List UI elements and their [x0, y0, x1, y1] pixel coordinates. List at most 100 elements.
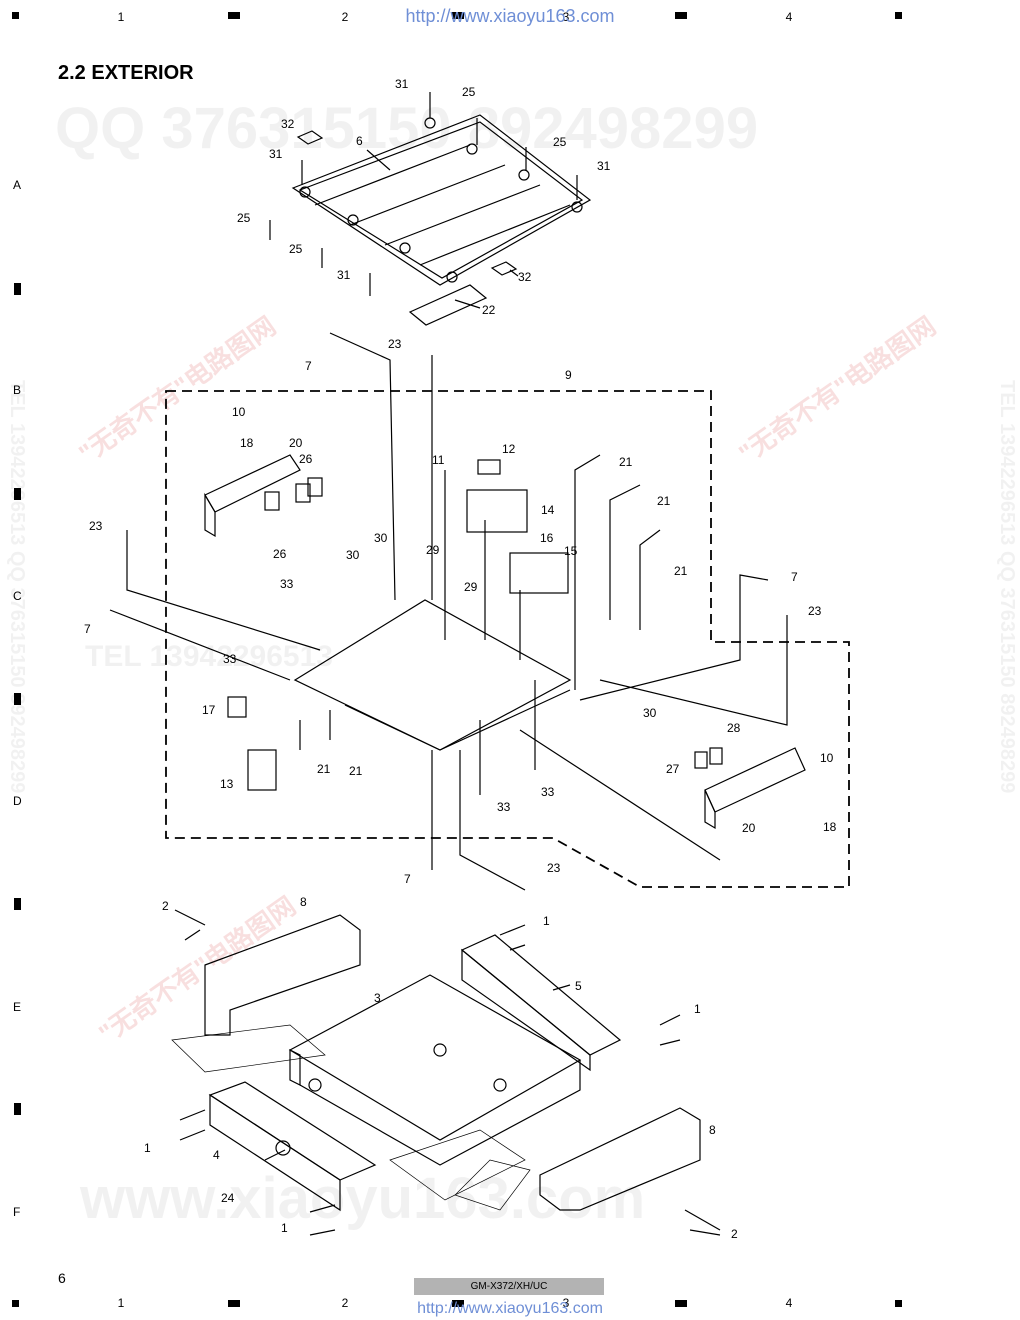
registration-mark — [12, 1300, 19, 1307]
bracket-5 — [460, 934, 622, 1056]
column-number: 4 — [785, 1296, 793, 1310]
page-number: 6 — [58, 1270, 66, 1286]
registration-mark — [14, 283, 21, 295]
column-number: 2 — [341, 10, 349, 24]
callout-12: 12 — [502, 442, 516, 456]
callout-30: 30 — [643, 706, 657, 720]
callout-21: 21 — [349, 764, 363, 778]
callout-13: 13 — [220, 777, 234, 791]
callout-22: 22 — [482, 303, 496, 317]
registration-mark — [14, 488, 21, 500]
callout-5: 5 — [575, 979, 582, 993]
callout-33: 33 — [497, 800, 511, 814]
header-url-link[interactable]: http://www.xiaoyu163.com — [405, 6, 615, 26]
section-title: 2.2 EXTERIOR — [58, 62, 194, 84]
callout-2: 2 — [731, 1227, 738, 1241]
callout-18: 18 — [823, 820, 837, 834]
foot-8 — [539, 1107, 701, 1211]
callout-21: 21 — [657, 494, 671, 508]
callout-23: 23 — [388, 337, 402, 351]
footer-url-link[interactable]: http://www.xiaoyu163.com — [417, 1300, 603, 1317]
callout-3: 3 — [374, 991, 381, 1005]
model-label: GM-X372/XH/UC — [414, 1278, 604, 1295]
registration-mark — [14, 693, 21, 705]
registration-mark — [452, 12, 464, 19]
watermark-vertical-right: TEL 13942296513 QQ 376315150 892498299 — [996, 380, 1018, 794]
column-number: 2 — [341, 1296, 349, 1310]
row-letter: B — [13, 383, 22, 397]
row-letter: D — [13, 794, 22, 808]
callout-29: 29 — [464, 580, 478, 594]
callout-23: 23 — [808, 604, 822, 618]
column-number: 3 — [562, 1296, 570, 1310]
callout-21: 21 — [619, 455, 633, 469]
registration-mark — [14, 1103, 21, 1115]
callout-7: 7 — [404, 872, 411, 886]
callout-26: 26 — [299, 452, 313, 466]
callout-18: 18 — [240, 436, 254, 450]
top-cover-ribs — [314, 144, 571, 266]
registration-mark — [675, 12, 687, 19]
callout-23: 23 — [547, 861, 561, 875]
callout-25: 25 — [289, 242, 303, 256]
row-letter: E — [13, 1000, 22, 1014]
callout-7: 7 — [791, 570, 798, 584]
heatsink-20 — [204, 454, 301, 513]
callout-14: 14 — [541, 503, 555, 517]
column-number: 3 — [562, 10, 570, 24]
row-letter: F — [13, 1205, 21, 1219]
column-number: 4 — [785, 10, 793, 24]
callout-31: 31 — [597, 159, 611, 173]
callout-11: 11 — [432, 453, 445, 467]
registration-mark — [895, 1300, 902, 1307]
registration-mark — [452, 1300, 464, 1307]
callout-30: 30 — [346, 548, 360, 562]
callout-25: 25 — [237, 211, 251, 225]
top-cover-plate-inner — [298, 121, 584, 279]
callout-33: 33 — [223, 652, 237, 666]
panel-4 — [208, 1081, 377, 1181]
jack-13 — [247, 749, 277, 791]
callout-1: 1 — [694, 1002, 701, 1016]
chassis-3 — [288, 974, 582, 1141]
callout-8: 8 — [300, 895, 307, 909]
assembly-9-boundary — [165, 390, 850, 888]
watermark-site: www.xiaoyu163.com — [80, 1166, 646, 1231]
registration-mark — [12, 12, 19, 19]
callout-10: 10 — [232, 405, 246, 419]
component-14 — [466, 489, 528, 533]
callout-17: 17 — [202, 703, 216, 717]
callout-10: 10 — [820, 751, 834, 765]
component-15-16 — [509, 552, 569, 594]
callout-2: 2 — [162, 899, 169, 913]
callout-7: 7 — [305, 359, 312, 373]
callout-27: 27 — [666, 762, 680, 776]
main-pcb — [293, 599, 572, 751]
foot-22 — [408, 284, 488, 326]
foot-8 — [204, 914, 361, 1036]
callout-21: 21 — [674, 564, 688, 578]
jack-17 — [227, 696, 247, 718]
watermark-vertical-left: TEL 13942296513 QQ 376315150 892498299 — [6, 380, 28, 794]
callout-9: 9 — [565, 368, 572, 382]
column-number: 1 — [117, 1296, 125, 1310]
callout-6: 6 — [356, 134, 363, 148]
registration-mark — [14, 898, 21, 910]
callout-23: 23 — [89, 519, 103, 533]
row-letter: A — [13, 178, 22, 192]
callout-30: 30 — [374, 531, 388, 545]
callout-25: 25 — [462, 85, 476, 99]
callout-26: 26 — [273, 547, 287, 561]
callout-15: 15 — [564, 544, 578, 558]
callout-28: 28 — [727, 721, 741, 735]
callout-20: 20 — [742, 821, 756, 835]
callout-32: 32 — [281, 117, 295, 131]
callout-1: 1 — [144, 1141, 151, 1155]
heatsink-20 — [704, 747, 806, 813]
callout-1: 1 — [543, 914, 550, 928]
pad-32 — [296, 130, 324, 145]
callout-4: 4 — [213, 1148, 220, 1162]
callout-33: 33 — [541, 785, 555, 799]
callout-29: 29 — [426, 543, 440, 557]
